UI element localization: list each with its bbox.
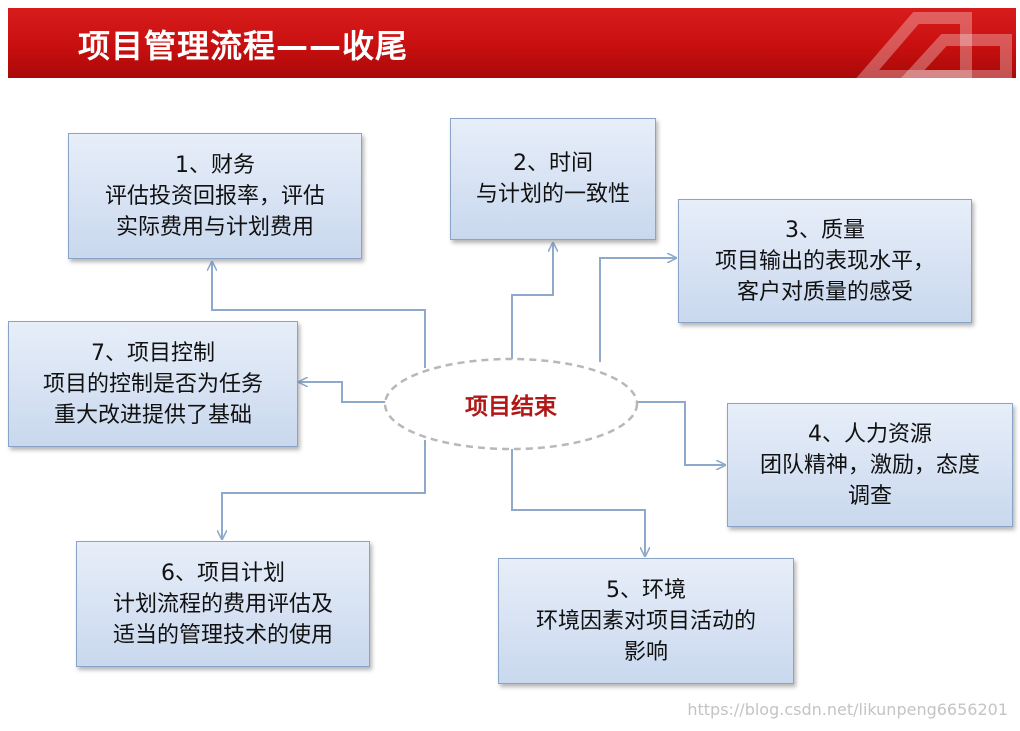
connector-finance: [212, 262, 426, 368]
box-control-line-1: 项目的控制是否为任务: [42, 371, 263, 397]
box-quality-title: 3、质量: [785, 217, 865, 243]
box-quality: 3、质量 项目输出的表现水平， 客户对质量的感受: [678, 199, 972, 323]
connector-control: [299, 382, 387, 403]
box-project-plan: 6、项目计划 计划流程的费用评估及 适当的管理技术的使用: [76, 541, 370, 667]
connector-hr: [637, 401, 725, 465]
box-environment-title: 5、环境: [606, 577, 686, 603]
box-environment: 5、环境 环境因素对项目活动的 影响: [498, 558, 794, 684]
box-human-resources: 4、人力资源 团队精神，激励，态度 调查: [727, 403, 1013, 527]
header-banner: 项目管理流程——收尾: [8, 8, 1016, 78]
logo-mark-icon: [856, 12, 1012, 78]
box-time-title: 2、时间: [513, 151, 593, 176]
box-control-line-2: 重大改进提供了基础: [53, 402, 252, 428]
box-finance: 1、财务 评估投资回报率，评估 实际费用与计划费用: [68, 133, 362, 259]
box-project-control: 7、项目控制 项目的控制是否为任务 重大改进提供了基础: [8, 321, 298, 447]
box-plan-line-2: 适当的管理技术的使用: [112, 622, 333, 648]
box-finance-title: 1、财务: [175, 152, 255, 178]
connector-environment: [511, 448, 645, 556]
box-hr-line-1: 团队精神，激励，态度: [759, 452, 980, 478]
connector-quality: [599, 258, 676, 362]
box-hr-title: 4、人力资源: [808, 421, 932, 447]
center-ellipse: [383, 357, 639, 451]
center-label: 项目结束: [465, 394, 557, 420]
box-quality-line-1: 项目输出的表现水平，: [714, 248, 935, 274]
box-time-line-1: 与计划的一致性: [475, 182, 630, 207]
box-control-title: 7、项目控制: [91, 340, 215, 366]
connector-plan: [222, 440, 426, 539]
box-time: 2、时间 与计划的一致性: [450, 118, 656, 240]
box-hr-line-2: 调查: [847, 483, 892, 509]
box-quality-line-2: 客户对质量的感受: [736, 279, 913, 305]
box-environment-line-2: 影响: [623, 639, 668, 665]
box-plan-title: 6、项目计划: [161, 560, 285, 586]
box-plan-line-1: 计划流程的费用评估及: [112, 591, 333, 617]
box-finance-line-1: 评估投资回报率，评估: [104, 183, 325, 209]
box-finance-line-2: 实际费用与计划费用: [115, 214, 314, 240]
box-environment-line-1: 环境因素对项目活动的: [535, 608, 756, 634]
connector-time: [511, 243, 553, 360]
watermark: https://blog.csdn.net/likunpeng6656201: [687, 700, 1008, 719]
page-title: 项目管理流程——收尾: [78, 27, 409, 65]
